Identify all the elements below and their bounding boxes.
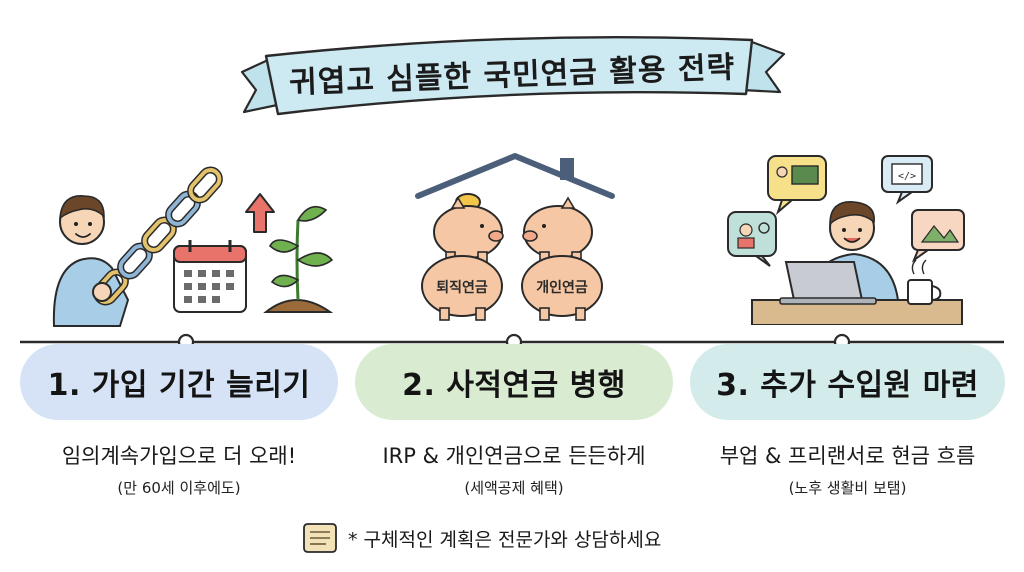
step-1-note: (만 60세 이후에도) (117, 479, 241, 497)
step-1-description: 임의계속가입으로 더 오래! (61, 444, 297, 468)
piggy-bank-icon (433, 196, 504, 263)
step-1-title: 1. 가입 기간 늘리기 (20, 344, 338, 420)
coffee-mug-icon (907, 259, 942, 305)
piggy-bank-icon (421, 255, 503, 321)
step-2-description: IRP & 개인연금으로 든든하게 (382, 444, 646, 468)
sprout-icon (263, 205, 334, 313)
calendar-icon (173, 240, 247, 313)
step-2-note: (세액공제 혜택) (464, 479, 564, 497)
design-bubble-icon (911, 209, 965, 263)
chain-icon (93, 166, 223, 306)
piggy-bank-icon (521, 255, 603, 321)
private-pension-illustration (415, 153, 615, 321)
person-icon (52, 195, 130, 327)
person-laptop-icon (751, 201, 963, 325)
title-banner (240, 36, 786, 116)
piggy-label-retirement: 퇴직연금 (436, 280, 488, 296)
arrow-up-icon (245, 193, 275, 233)
step-3-description: 부업 & 프리랜서로 현금 흐름 (719, 444, 976, 468)
piggy-label-personal: 개인연금 (536, 280, 588, 296)
step-3-title: 3. 추가 수입원 마련 (690, 344, 1005, 420)
teaching-bubble-icon (767, 155, 827, 216)
house-roof-icon (415, 153, 615, 199)
svg-text:</>: </> (898, 171, 916, 182)
footer-text: * 구체적인 계획은 전문가와 상담하세요 (348, 529, 662, 551)
footer-note: * 구체적인 계획은 전문가와 상담하세요 (300, 516, 740, 560)
step-3-note: (노후 생활비 보탬) (788, 479, 907, 497)
piggy-bank-icon (522, 196, 593, 263)
settings-bubble-icon (727, 211, 777, 267)
step-2-title: 2. 사적연금 병행 (355, 344, 673, 420)
extra-income-illustration: </> (727, 155, 965, 325)
code-bubble-icon: </> (881, 155, 933, 205)
extend-period-illustration (52, 166, 334, 327)
scroll-icon (303, 523, 337, 553)
